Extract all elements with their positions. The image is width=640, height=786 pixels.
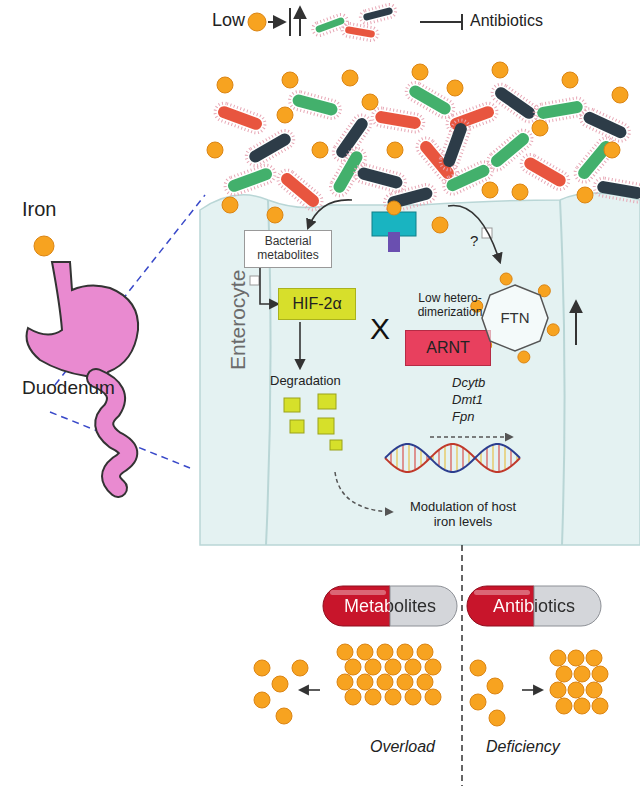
- transporter: [388, 232, 400, 252]
- node-text: Antibiotics: [493, 596, 575, 617]
- pill-capsule: Antibiotics: [466, 585, 602, 627]
- degraded-fragments: [284, 394, 342, 450]
- modulation-arrow: [335, 472, 392, 512]
- bacteria: [212, 3, 640, 214]
- text-label: Modulation of host iron levels: [398, 500, 528, 530]
- text-label: Low hetero- dimerization: [407, 292, 493, 320]
- transcription-arrow: [430, 436, 512, 438]
- node-text: FTN: [500, 309, 529, 326]
- text-label: Antibiotics: [470, 12, 543, 30]
- text-label: X: [370, 312, 390, 347]
- text-label: Iron: [22, 198, 56, 221]
- text-label: Dmt1: [452, 393, 483, 408]
- text-label: Duodenum: [22, 377, 115, 399]
- ferritin-ring: FTN: [470, 273, 560, 363]
- arrow: [300, 689, 320, 691]
- text-label: Degradation: [270, 374, 341, 389]
- text-label: ?: [470, 232, 478, 249]
- pill-capsule: Metabolites: [322, 585, 458, 627]
- text-label: Dcytb: [452, 376, 485, 391]
- small-square: [250, 276, 259, 285]
- node-text: Metabolites: [344, 596, 436, 617]
- text-label: Fpn: [452, 410, 474, 425]
- node-text: HIF-2α: [292, 295, 341, 313]
- text-label: Overload: [370, 738, 435, 756]
- arrow: [299, 322, 301, 368]
- enterocyte-cell: [200, 193, 640, 545]
- node-text: Bacterial metabolites: [253, 235, 323, 263]
- node-text: ARNT: [426, 339, 470, 357]
- arrow: [268, 21, 284, 23]
- text-label: Low: [212, 10, 245, 31]
- process-box: HIF-2α: [278, 288, 356, 320]
- process-box: ARNT: [405, 330, 491, 366]
- stomach: [27, 262, 139, 380]
- increase-arrow: [575, 302, 577, 345]
- text-label: Deficiency: [486, 738, 560, 756]
- iron-dots: [34, 13, 628, 726]
- arrow: [522, 689, 542, 691]
- inhibit-line: [420, 14, 462, 30]
- arrow: [448, 205, 500, 262]
- dna: [385, 444, 520, 472]
- divider: [461, 545, 463, 786]
- process-box: Bacterial metabolites: [244, 230, 332, 268]
- text-label: Enterocyte: [226, 270, 250, 370]
- increase-arrow: [290, 8, 300, 36]
- connector-arrow: [260, 268, 278, 304]
